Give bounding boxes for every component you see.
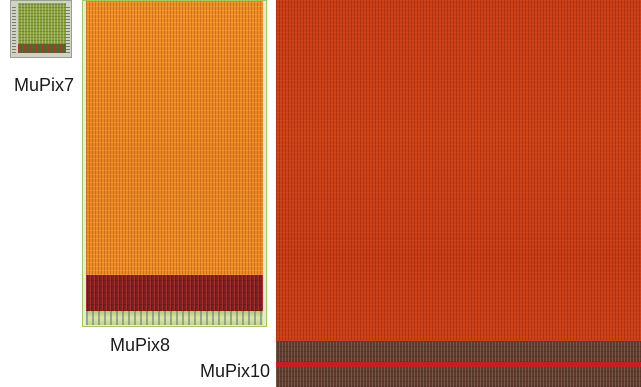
mupix7-pixel-matrix xyxy=(18,3,66,44)
mupix7-bond-pads-left xyxy=(12,5,16,53)
mupix10-periphery-stripe xyxy=(276,362,641,367)
mupix8-chip-image xyxy=(82,0,267,327)
mupix10-pixel-matrix xyxy=(276,0,641,341)
mupix7-chip-image xyxy=(10,0,72,58)
mupix8-label: MuPix8 xyxy=(110,335,171,355)
mupix7-periphery xyxy=(18,44,66,53)
mupix10-label: MuPix10 xyxy=(200,361,271,381)
mupix7-bond-pads-right xyxy=(66,5,70,53)
mupix7-label: MuPix7 xyxy=(14,75,75,95)
mupix8-periphery xyxy=(86,275,263,311)
mupix10-chip-image xyxy=(276,0,641,387)
mupix8-bond-pads xyxy=(86,311,263,325)
mupix8-pixel-matrix xyxy=(86,1,263,275)
